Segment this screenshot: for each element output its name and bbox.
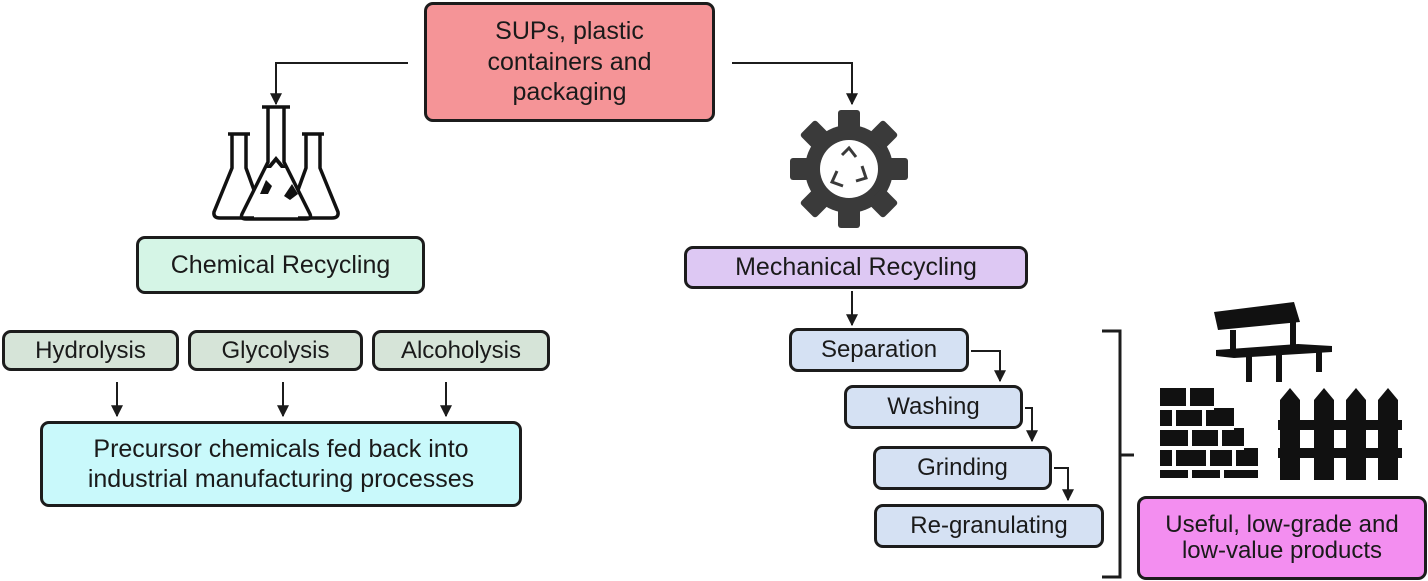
source-materials-box: SUPs, plastic containers and packaging: [424, 2, 715, 122]
grinding-step-box: Grinding: [873, 446, 1052, 490]
flasks-recycle-icon: [212, 105, 340, 221]
arrow-source-to-chemical: [270, 62, 408, 106]
arrow-washing-to-grinding: [1025, 407, 1038, 443]
alcoholysis-box: Alcoholysis: [372, 330, 550, 371]
separation-step-box: Separation: [789, 328, 969, 372]
regranulating-step-box: Re-granulating: [874, 504, 1104, 548]
mechanical-recycling-box: Mechanical Recycling: [684, 246, 1028, 289]
bench-icon: [1214, 302, 1332, 382]
hydrolysis-box: Hydrolysis: [2, 330, 179, 371]
arrow-separation-to-washing: [971, 350, 1006, 383]
brick-wall-icon: [1160, 388, 1258, 478]
precursor-chemicals-box: Precursor chemicals fed back into indust…: [40, 421, 522, 507]
glycolysis-box: Glycolysis: [188, 330, 363, 371]
washing-step-box: Washing: [844, 385, 1023, 429]
gear-recycle-icon: [790, 110, 908, 228]
arrow-source-to-mechanical: [732, 62, 858, 106]
chemical-recycling-box: Chemical Recycling: [136, 236, 425, 294]
useful-products-box: Useful, low-grade and low-value products: [1137, 496, 1427, 580]
arrow-grinding-to-regranulating: [1054, 467, 1074, 502]
bracket: [1102, 329, 1134, 579]
fence-icon: [1278, 388, 1402, 480]
